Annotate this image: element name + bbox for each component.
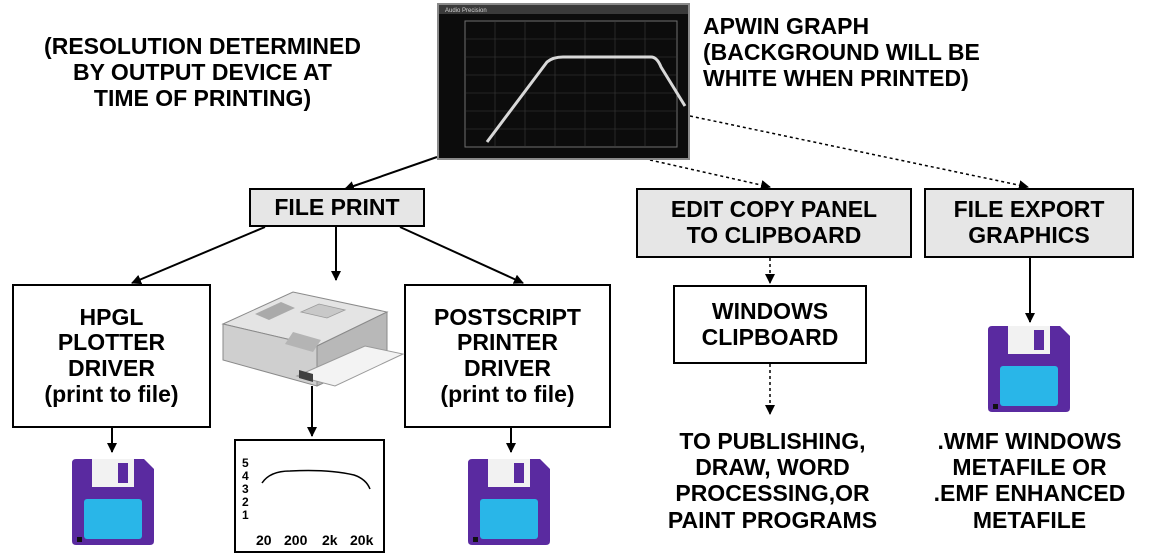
resolution-note-line: TIME OF PRINTING): [93, 84, 312, 111]
hpgl-driver-box: HPGL PLOTTER DRIVER (print to file): [12, 284, 211, 428]
resolution-note-line: (RESOLUTION DETERMINED: [44, 33, 361, 59]
apwin-note: APWIN GRAPH (BACKGROUND WILL BE WHITE WH…: [703, 13, 980, 91]
y-tick-label: 4: [242, 469, 249, 483]
metafile-note: .WMF WINDOWS METAFILE OR .EMF ENHANCED M…: [908, 428, 1151, 533]
metafile-note-line: METAFILE OR: [952, 454, 1107, 481]
publishing-note-line: PROCESSING,OR: [675, 480, 870, 507]
screen-title: Audio Precision: [445, 8, 487, 14]
apwin-note-line: (BACKGROUND WILL BE: [703, 38, 980, 65]
edit-copy-line: EDIT COPY PANEL: [670, 196, 878, 223]
apwin-graph-plot: Audio Precision: [439, 5, 688, 148]
file-print-label: FILE PRINT: [274, 193, 400, 220]
windows-clipboard-box: WINDOWS CLIPBOARD: [673, 285, 867, 364]
edit-copy-box: EDIT COPY PANEL TO CLIPBOARD: [636, 188, 912, 258]
y-tick-label: 5: [242, 456, 249, 470]
arrow-fileprint-to-hpgl: [131, 226, 266, 285]
postscript-line: POSTSCRIPT: [434, 303, 581, 330]
y-tick-label: 2: [242, 495, 249, 509]
metafile-note-line: .WMF WINDOWS: [937, 428, 1122, 454]
arrow-graph-to-fileprint: [344, 156, 438, 191]
arrow-fileprint-to-postscript: [399, 226, 524, 284]
resolution-note: (RESOLUTION DETERMINED BY OUTPUT DEVICE …: [0, 33, 405, 111]
hpgl-line: HPGL: [79, 303, 144, 330]
hpgl-line: PLOTTER: [57, 329, 166, 356]
postscript-line: DRIVER: [464, 355, 551, 381]
publishing-note-line: TO PUBLISHING,: [679, 428, 866, 454]
floppy-disk-icon: [468, 459, 550, 545]
x-tick-label: 200: [284, 532, 308, 548]
publishing-note-line: PAINT PROGRAMS: [667, 506, 878, 533]
apwin-response-curve: [485, 55, 687, 143]
postscript-driver-box: POSTSCRIPT PRINTER DRIVER (print to file…: [404, 284, 611, 428]
x-tick-label: 20k: [350, 532, 374, 548]
y-tick-labels: 5 4 3 2 1: [242, 457, 249, 522]
apwin-note-line: WHITE WHEN PRINTED): [703, 64, 969, 91]
windows-clipboard-line: CLIPBOARD: [701, 323, 839, 350]
metafile-note-line: METAFILE: [972, 506, 1087, 533]
resolution-note-line: BY OUTPUT DEVICE AT: [73, 58, 332, 85]
file-export-line: FILE EXPORT: [953, 196, 1105, 223]
printer-icon: [221, 291, 405, 387]
windows-clipboard-line: WINDOWS: [711, 297, 829, 324]
arrow-graph-to-fileexport: [689, 115, 1029, 191]
arrow-graph-to-editcopy: [649, 159, 771, 190]
postscript-line: PRINTER: [457, 329, 558, 356]
apwin-graph-screenshot: Audio Precision: [437, 3, 690, 160]
file-export-line: GRAPHICS: [968, 222, 1090, 248]
file-print-box: FILE PRINT: [249, 188, 425, 227]
x-tick-label: 20: [256, 532, 272, 548]
hpgl-line: (print to file): [44, 380, 179, 407]
hpgl-line: DRIVER: [68, 355, 155, 381]
edit-copy-line: TO CLIPBOARD: [686, 222, 862, 248]
printed-output-plot: [261, 469, 371, 490]
floppy-disk-icon: [988, 326, 1070, 412]
printed-output-curve: [261, 469, 371, 490]
apwin-note-line: APWIN GRAPH: [703, 13, 870, 39]
publishing-note: TO PUBLISHING, DRAW, WORD PROCESSING,OR …: [650, 428, 895, 533]
y-tick-label: 1: [242, 508, 249, 522]
printed-output-chart: 5 4 3 2 1 20 200 2k 20k: [234, 439, 385, 553]
file-export-box: FILE EXPORT GRAPHICS: [924, 188, 1134, 258]
publishing-note-line: DRAW, WORD: [695, 454, 850, 481]
x-tick-label: 2k: [322, 532, 338, 548]
metafile-note-line: .EMF ENHANCED: [933, 480, 1126, 507]
y-tick-label: 3: [242, 482, 249, 496]
postscript-line: (print to file): [440, 380, 575, 407]
floppy-disk-icon: [72, 459, 154, 545]
